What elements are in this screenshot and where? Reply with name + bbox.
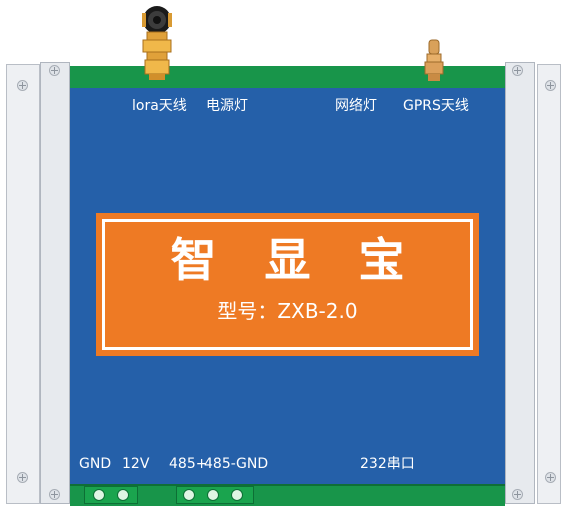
- network-light-label: 网络灯: [335, 98, 377, 114]
- left-mounting-rail: [6, 64, 40, 504]
- rs485-terminal-block: [176, 486, 254, 504]
- lora-antenna-connector-icon: [142, 6, 172, 80]
- gprs-antenna-label: GPRS天线: [403, 98, 469, 114]
- screw-icon: [545, 472, 556, 483]
- gnd-terminal-label: GND: [79, 456, 112, 472]
- right-mounting-rail: [537, 64, 561, 504]
- product-name: 智 显 宝: [170, 233, 421, 287]
- gprs-antenna-connector-icon: [424, 39, 444, 81]
- screw-icon: [49, 65, 60, 76]
- screw-icon: [17, 472, 28, 483]
- 12v-terminal-label: 12V: [122, 456, 150, 472]
- screw-icon: [512, 489, 523, 500]
- left-mounting-flange: [40, 62, 70, 504]
- serial-232-label: 232串口: [360, 456, 415, 472]
- screw-icon: [512, 65, 523, 76]
- power-terminal-block: [84, 486, 138, 504]
- rs485-minus-label: 485-: [204, 456, 236, 472]
- screw-icon: [545, 80, 556, 91]
- terminal-screw-icon: [231, 489, 243, 501]
- rs485-plus-label: 485+: [169, 456, 208, 472]
- terminal-screw-icon: [183, 489, 195, 501]
- terminal-screw-icon: [207, 489, 219, 501]
- name-plate: [96, 213, 479, 356]
- terminal-screw-icon: [93, 489, 105, 501]
- model-number: 型号：ZXB-2.0: [217, 299, 358, 323]
- lora-antenna-label: lora天线: [132, 98, 187, 114]
- gnd-terminal-label-2: GND: [236, 456, 269, 472]
- power-light-label: 电源灯: [206, 98, 248, 114]
- right-mounting-flange: [505, 62, 535, 504]
- screw-icon: [49, 489, 60, 500]
- screw-icon: [17, 80, 28, 91]
- name-plate-border: [102, 219, 473, 350]
- terminal-screw-icon: [117, 489, 129, 501]
